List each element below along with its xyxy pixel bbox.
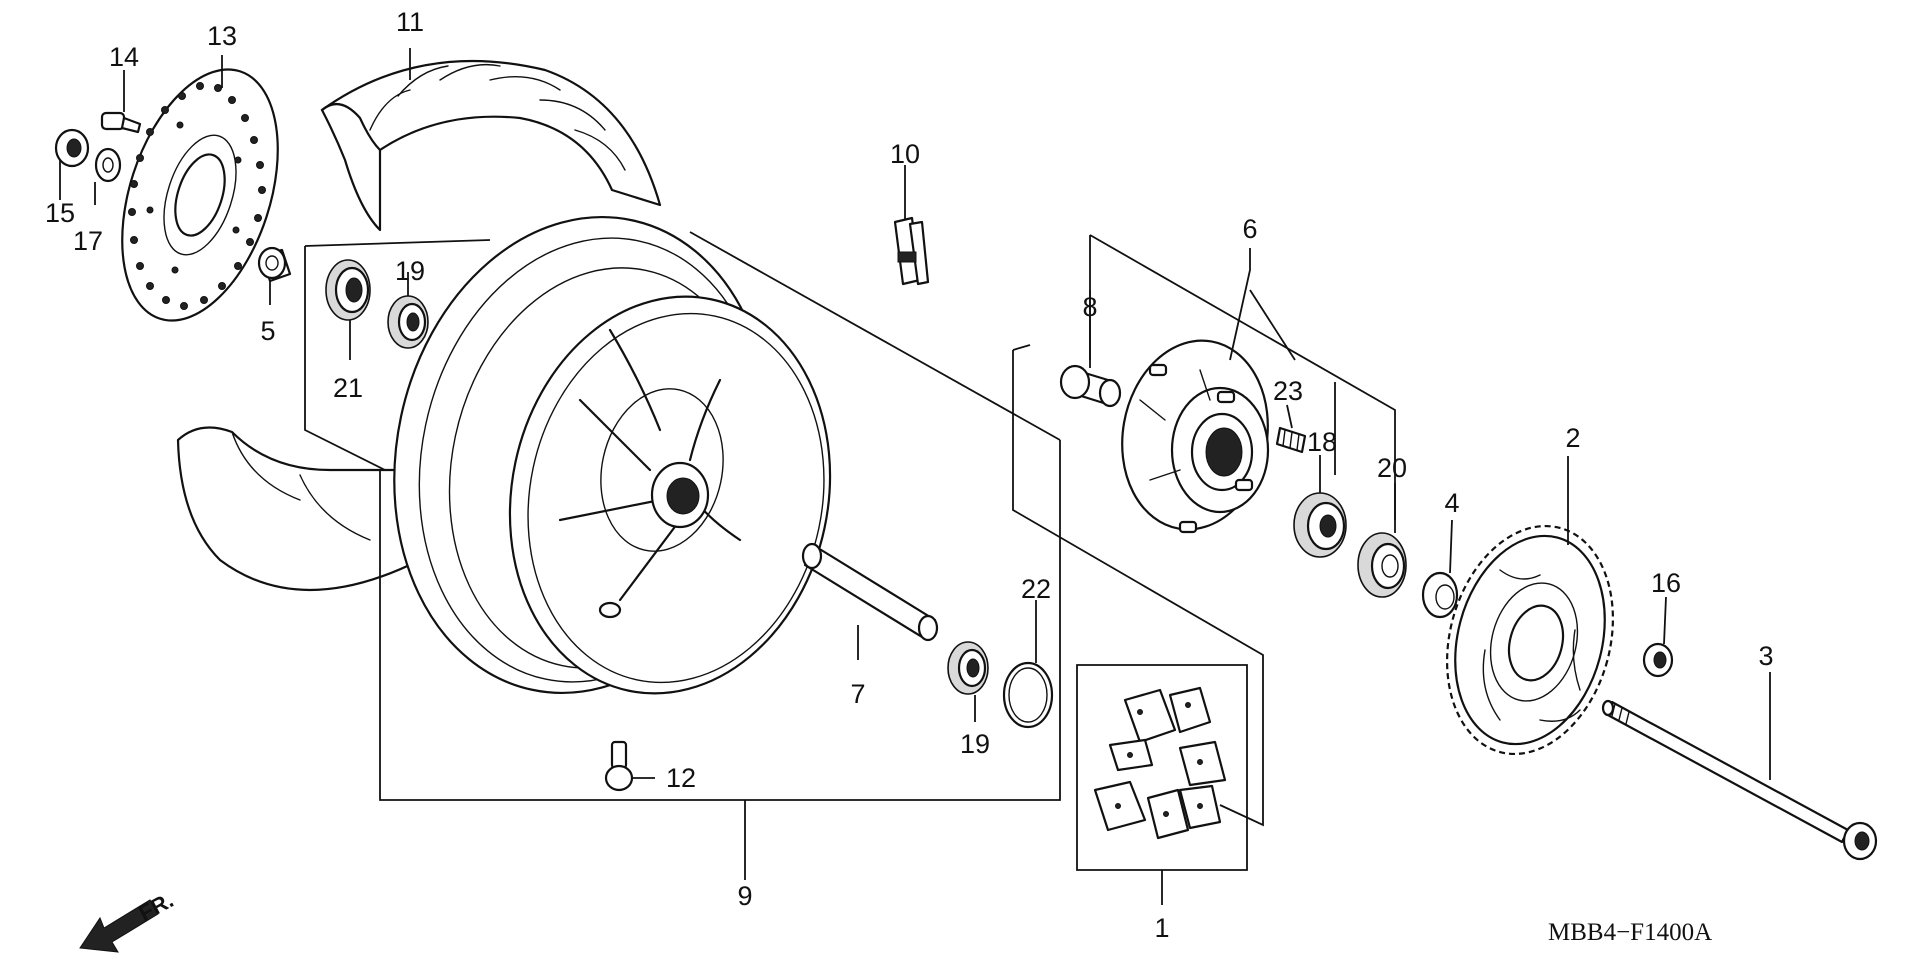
- oil-seal: [1357, 532, 1407, 598]
- sprocket-collar: [1421, 571, 1459, 619]
- callout-14: 14: [109, 42, 139, 72]
- callout-19-lower: 19: [960, 729, 990, 759]
- o-ring: [1002, 661, 1054, 729]
- callout-2: 2: [1565, 423, 1580, 453]
- tyre-valve: [604, 740, 634, 792]
- callout-8: 8: [1082, 292, 1097, 322]
- leader-lines: [59, 48, 1771, 780]
- left-bearing: [325, 259, 371, 321]
- upper-bearing: [387, 295, 429, 349]
- disc-bolt: [100, 111, 142, 134]
- callout-1: 1: [1154, 913, 1169, 943]
- tyre-upper-half: [320, 59, 662, 232]
- flange-stud: [1275, 426, 1307, 454]
- callout-21: 21: [333, 373, 363, 403]
- callout-4: 4: [1444, 488, 1459, 518]
- disc-washer: [94, 147, 122, 183]
- callout-labels: 1 2 3 4 5 6 7 8 9 10 11 12 13 14 15 16 1…: [45, 7, 1774, 943]
- driven-sprocket: [1445, 524, 1615, 756]
- callout-7: 7: [850, 679, 865, 709]
- flange-collar: [1059, 364, 1122, 408]
- disc-nut: [54, 128, 90, 168]
- callout-19-upper: 19: [395, 256, 425, 286]
- drawing-code: MBB4−F1400A: [1548, 919, 1712, 946]
- lower-bearing: [947, 641, 989, 695]
- callout-17: 17: [73, 226, 103, 256]
- callout-12: 12: [666, 763, 696, 793]
- callout-18: 18: [1307, 427, 1337, 457]
- callout-9: 9: [737, 881, 752, 911]
- brake-disc: [121, 68, 279, 322]
- sprocket-nut: [1642, 642, 1674, 678]
- wheel-rim: [393, 216, 832, 695]
- callout-16: 16: [1651, 568, 1681, 598]
- driven-flange: [1121, 339, 1270, 534]
- callout-15: 15: [45, 198, 75, 228]
- callout-3: 3: [1758, 641, 1773, 671]
- callout-23: 23: [1273, 376, 1303, 406]
- flange-bearing: [1293, 492, 1347, 558]
- callout-6: 6: [1242, 214, 1257, 244]
- rear-axle: [1601, 699, 1878, 861]
- callout-13: 13: [207, 21, 237, 51]
- side-collar: [257, 246, 292, 283]
- callout-11: 11: [396, 7, 424, 37]
- callout-20: 20: [1377, 453, 1407, 483]
- callout-22: 22: [1021, 574, 1051, 604]
- callout-5: 5: [260, 316, 275, 346]
- balance-weight: [893, 216, 930, 286]
- tyre-lower-half: [176, 426, 422, 591]
- callout-10: 10: [890, 139, 920, 169]
- front-direction-arrow: FR.: [79, 887, 178, 953]
- distance-collar: [801, 542, 939, 642]
- damper-rubbers: [1093, 686, 1227, 840]
